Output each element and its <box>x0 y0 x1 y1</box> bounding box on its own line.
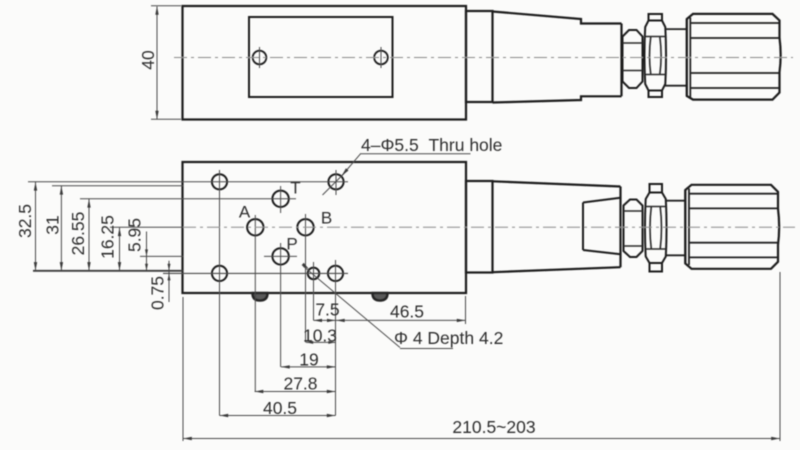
svg-text:4–Φ5.5 Thru hole: 4–Φ5.5 Thru hole <box>361 135 502 155</box>
svg-text:7.5: 7.5 <box>315 300 339 320</box>
svg-text:27.8: 27.8 <box>283 374 317 394</box>
svg-text:16.25: 16.25 <box>98 215 118 259</box>
svg-text:46.5: 46.5 <box>390 302 424 322</box>
svg-text:A: A <box>239 203 251 222</box>
svg-text:31: 31 <box>42 215 62 234</box>
svg-text:B: B <box>321 209 332 228</box>
svg-text:19: 19 <box>299 350 318 370</box>
svg-text:40: 40 <box>138 50 158 70</box>
svg-text:5.95: 5.95 <box>125 218 145 252</box>
svg-text:P: P <box>286 235 297 254</box>
svg-text:40.5: 40.5 <box>263 398 297 418</box>
svg-text:10.3: 10.3 <box>303 326 337 346</box>
svg-text:32.5: 32.5 <box>15 204 35 238</box>
svg-text:0.75: 0.75 <box>148 276 168 310</box>
svg-text:Φ 4 Depth 4.2: Φ 4 Depth 4.2 <box>394 328 503 348</box>
svg-text:26.55: 26.55 <box>68 212 88 256</box>
svg-text:T: T <box>290 179 300 198</box>
svg-text:210.5~203: 210.5~203 <box>452 417 535 437</box>
